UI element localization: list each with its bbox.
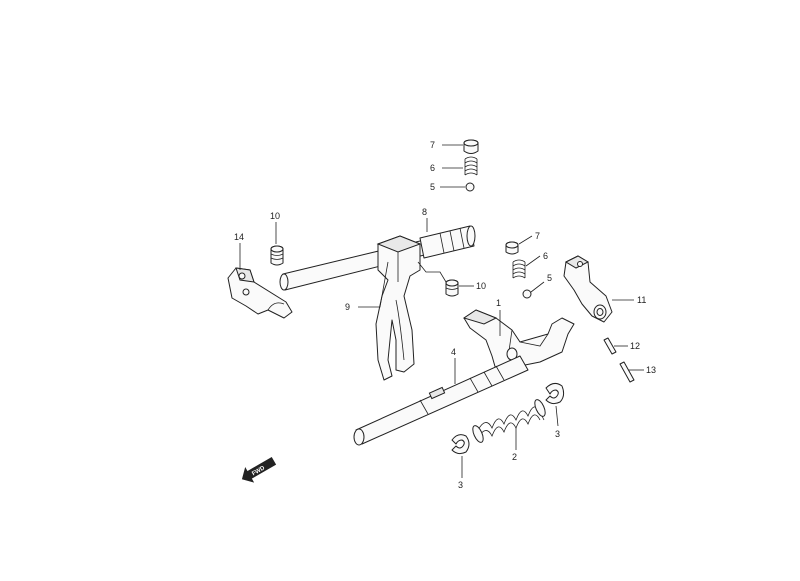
callout-6-top: 6 — [430, 163, 435, 173]
bracket-11 — [563, 255, 613, 323]
callout-5-top: 5 — [430, 182, 435, 192]
callout-12: 12 — [630, 341, 640, 351]
pin-12 — [603, 337, 617, 355]
callout-7-top: 7 — [430, 140, 435, 150]
callout-5-right: 5 — [547, 273, 552, 283]
clip-3-left — [451, 434, 470, 455]
callout-13: 13 — [646, 365, 656, 375]
cap-10-left — [270, 245, 284, 266]
callout-9: 9 — [345, 302, 350, 312]
callout-2: 2 — [512, 452, 517, 462]
callout-7-right: 7 — [535, 231, 540, 241]
callout-8: 8 — [422, 207, 427, 217]
front-arrow-icon: FWD — [241, 456, 277, 483]
spring-top — [464, 156, 478, 176]
cap-top — [463, 139, 479, 154]
clip-3-right — [545, 382, 565, 405]
fork-9 — [375, 235, 422, 381]
fork-1 — [462, 309, 575, 375]
ball-5-right — [522, 289, 532, 299]
cap-10-mid — [445, 279, 459, 297]
callout-14: 14 — [234, 232, 244, 242]
callout-10-left: 10 — [270, 211, 280, 221]
callout-6-right: 6 — [543, 251, 548, 261]
spring-6-right — [512, 259, 526, 279]
callout-1: 1 — [496, 298, 501, 308]
spring-2 — [472, 399, 546, 443]
cap-7-right — [505, 241, 519, 255]
callout-3-left: 3 — [458, 480, 463, 490]
callout-4: 4 — [451, 347, 456, 357]
callout-11: 11 — [637, 295, 646, 305]
shaft-4 — [353, 355, 529, 446]
bracket-14 — [227, 267, 293, 319]
callout-3-right: 3 — [555, 429, 560, 439]
callout-10-mid: 10 — [476, 281, 486, 291]
pin-13 — [619, 361, 635, 383]
ball-top — [465, 182, 475, 192]
